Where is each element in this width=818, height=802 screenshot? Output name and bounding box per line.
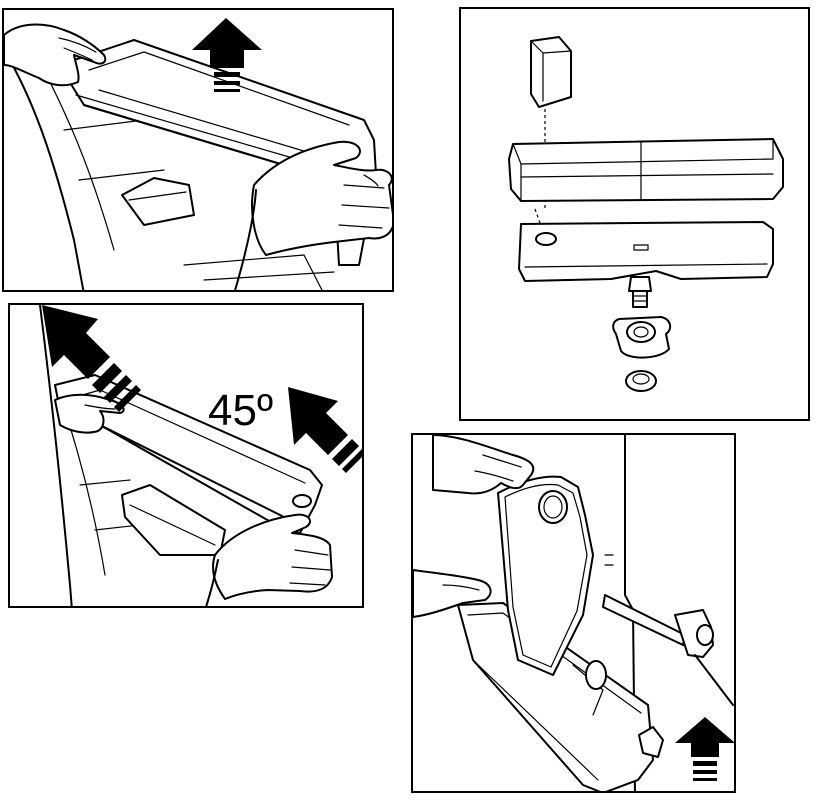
- tilt-shelf-illustration: [39, 305, 362, 606]
- panel-open-lid: [411, 433, 736, 793]
- hand-icon: [432, 435, 535, 495]
- angle-label: 45º: [208, 386, 274, 435]
- open-lid-illustration: [413, 435, 734, 791]
- exploded-parts-illustration: [508, 36, 784, 392]
- up-arrow-icon: [192, 18, 262, 92]
- hand-icon: [54, 393, 125, 434]
- hand-icon: [413, 569, 492, 618]
- shelf-icon: [508, 138, 784, 202]
- hand-icon: [205, 513, 333, 606]
- cap-icon: [530, 36, 572, 108]
- lid-icon: [497, 475, 594, 676]
- lid-icon: [518, 221, 774, 282]
- lift-shelf-illustration: [4, 18, 392, 290]
- seal-ring-icon: [625, 370, 657, 392]
- valve-icon: [628, 276, 652, 308]
- diagonal-arrow-icon: [42, 305, 141, 412]
- lower-shelf: [121, 484, 226, 556]
- up-arrow-icon: [675, 717, 734, 781]
- panel-exploded-parts: [459, 7, 810, 421]
- rail: [602, 594, 734, 706]
- lower-shelf: [121, 177, 195, 226]
- panel-tilt-shelf: 45º: [8, 303, 364, 608]
- diagonal-arrow-icon: [288, 387, 362, 473]
- hand-icon: [4, 23, 107, 87]
- valve-icon: [612, 316, 672, 359]
- panel-lift-shelf: [2, 8, 394, 292]
- hand-icon: [234, 140, 392, 290]
- door-liner: [4, 49, 335, 290]
